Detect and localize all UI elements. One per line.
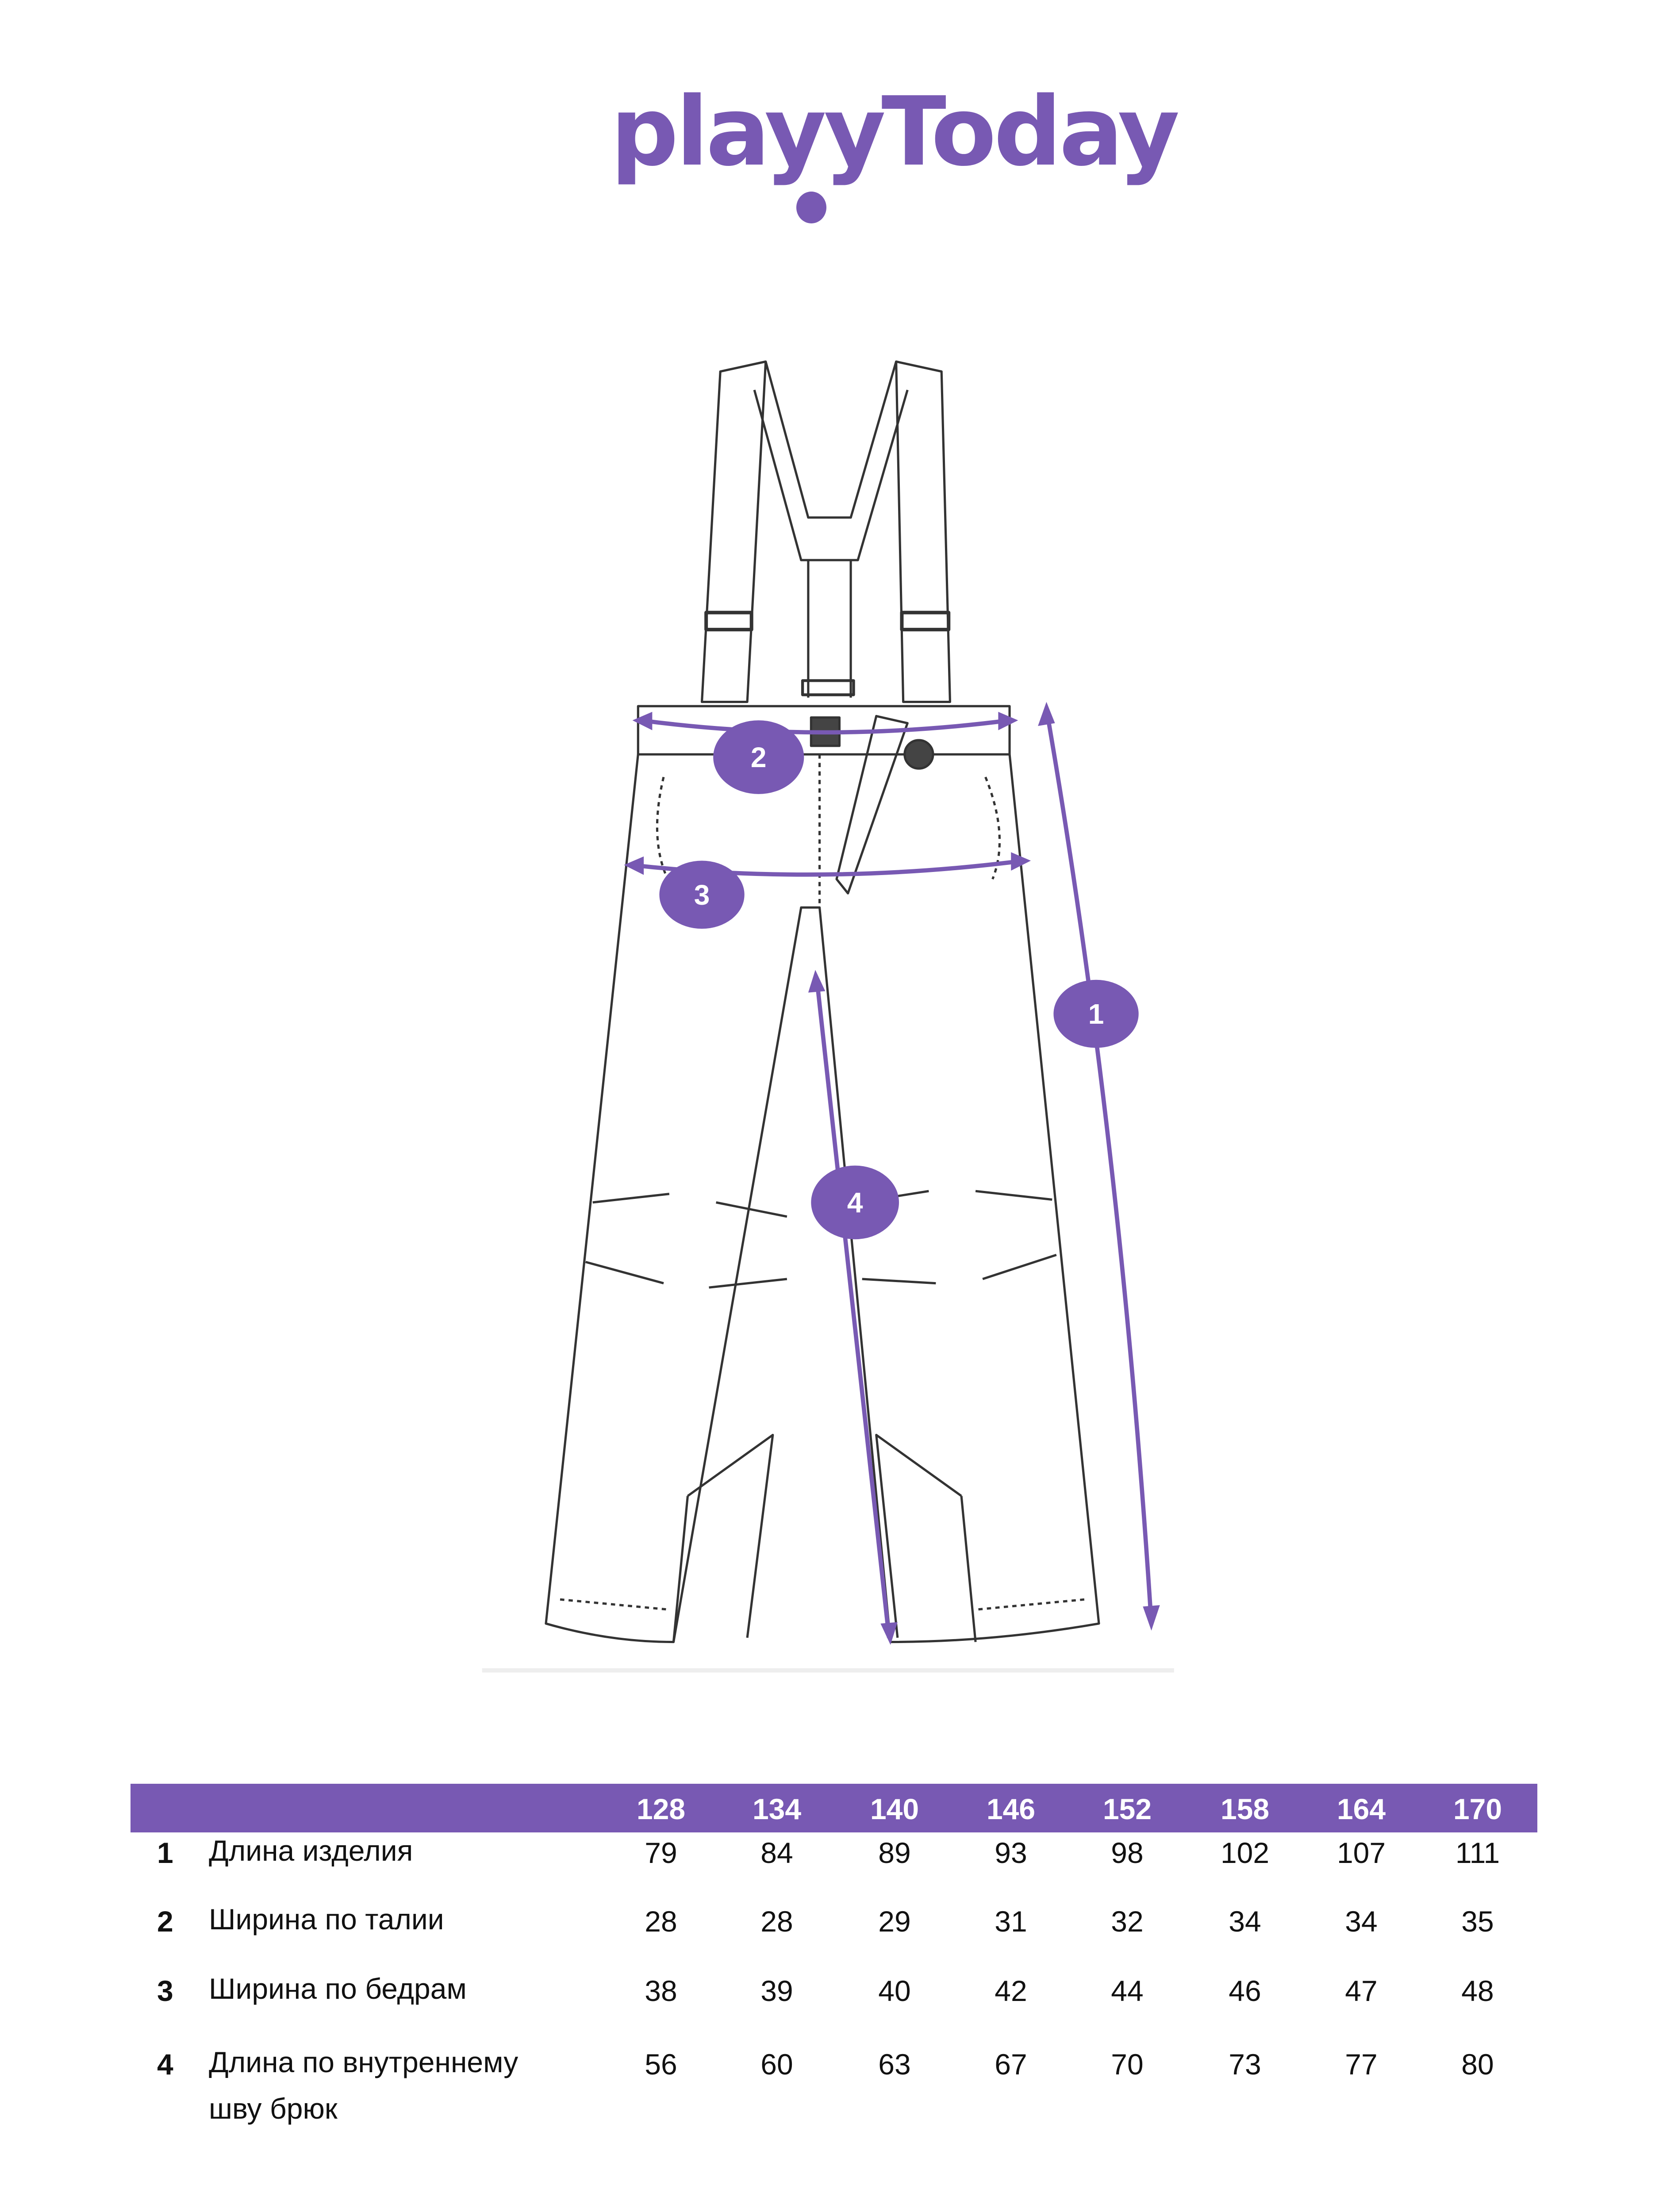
row-value: 47 [1345,1974,1378,2007]
size-header-cell: 152 [1102,1793,1152,1825]
left-strap [700,360,767,703]
size-header: 128 134 140 146 152 158 164 170 [131,1784,1537,1832]
logo-dot [796,192,826,223]
row-value: 60 [760,2048,793,2081]
strap-v [753,361,909,561]
row-value: 107 [1336,1836,1386,1869]
row-value: 38 [645,1974,677,2007]
row-value: 35 [1461,1905,1494,1938]
row-value: 32 [1111,1905,1144,1938]
table-row: 2 Ширина по талии 28 28 29 31 32 34 34 35 [0,1903,1659,1958]
marker-4: 4 [847,1187,863,1218]
size-header-cell: 146 [986,1793,1036,1825]
row-value: 28 [760,1905,793,1938]
marker-3: 3 [694,879,710,911]
row-value: 34 [1229,1905,1261,1938]
row-value: 102 [1220,1836,1270,1869]
row-value: 44 [1111,1974,1144,2007]
row-value: 31 [995,1905,1027,1938]
marker-2: 2 [751,741,767,773]
right-strap [895,360,951,703]
row-value: 84 [760,1836,793,1869]
size-header-cell: 140 [870,1793,919,1825]
size-header-cell: 128 [636,1793,686,1825]
center-strap [807,560,852,698]
row-value: 80 [1461,2048,1494,2081]
row-value: 98 [1111,1836,1144,1869]
row-value: 70 [1111,2048,1144,2081]
row-value: 77 [1345,2048,1378,2081]
row-label: Длина по внутреннему шву брюк [209,2046,518,2125]
row-value: 89 [878,1836,911,1869]
row-label: Ширина по бедрам [209,1972,467,2005]
row-value: 40 [878,1974,911,2007]
table-row: 3 Ширина по бедрам 38 39 40 42 44 46 47 48 [0,1972,1659,2027]
row-value: 29 [878,1905,911,1938]
row-value: 111 [1455,1836,1500,1869]
marker-1: 1 [1088,998,1104,1030]
size-header-cell: 170 [1453,1793,1502,1825]
table-row: 1 Длина изделия 79 84 89 93 98 102 107 111 [0,1834,1659,1889]
row-value: 63 [878,2048,911,2081]
row-value: 28 [645,1905,677,1938]
measure-arrow-1 [1044,708,1154,1624]
size-header-cell: 134 [752,1793,802,1825]
measure-arrow-2 [641,718,1010,735]
row-label: Длина изделия [209,1834,413,1867]
measure-arrow-4 [814,978,891,1638]
table-row: 4 Длина по внутреннему шву брюк 56 60 63 67 70… [0,2046,1659,2125]
row-number: 4 [157,2048,173,2081]
row-value: 46 [1229,1974,1261,2007]
row-number: 2 [157,1905,173,1938]
row-value: 42 [995,1974,1027,2007]
row-value: 79 [645,1836,677,1869]
row-value: 48 [1461,1974,1494,2007]
size-header-cell: 164 [1336,1793,1386,1825]
row-value: 93 [995,1836,1027,1869]
row-label: Ширина по талии [209,1903,444,1936]
row-value: 39 [760,1974,793,2007]
row-value: 73 [1229,2048,1261,2081]
size-header-cell: 158 [1220,1793,1270,1825]
row-number: 3 [157,1974,173,2007]
row-number: 1 [157,1836,173,1869]
row-value: 67 [995,2048,1027,2081]
row-value: 34 [1345,1905,1378,1938]
row-value: 56 [645,2048,677,2081]
